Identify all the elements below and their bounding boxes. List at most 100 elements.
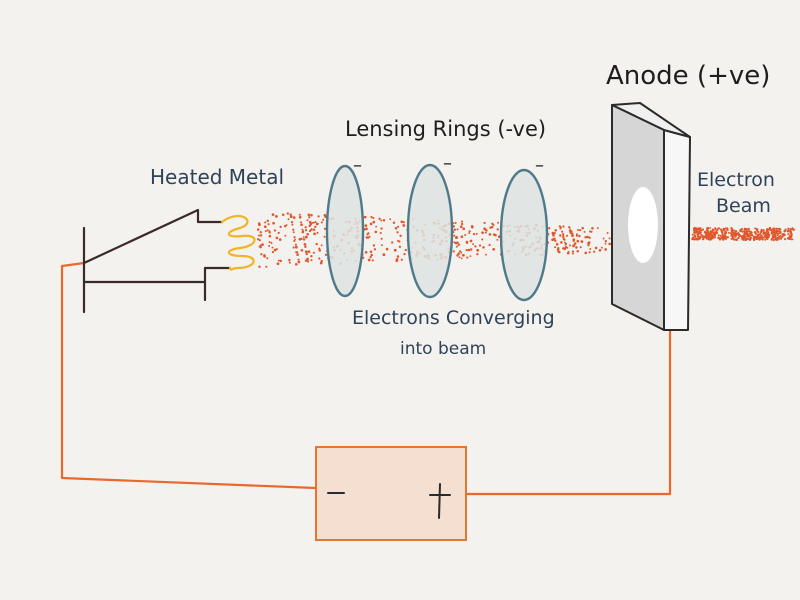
- electron-dot: [304, 235, 308, 239]
- electron-dot: [562, 225, 565, 228]
- electron-dot: [322, 218, 325, 221]
- electron-dot: [382, 219, 386, 222]
- electron-dot: [288, 258, 291, 262]
- electron-dot: [369, 255, 372, 259]
- electron-dot: [300, 248, 304, 252]
- beam-dot: [755, 237, 759, 241]
- electron-dot: [476, 252, 479, 256]
- electron-dot: [556, 243, 559, 246]
- electron-dot: [308, 220, 312, 224]
- beam-dot: [733, 238, 736, 241]
- electron-dot: [464, 234, 467, 236]
- electron-dot: [554, 229, 557, 232]
- electron-dot: [573, 242, 577, 245]
- electron-dot: [571, 234, 574, 238]
- electron-dot: [306, 257, 309, 261]
- electron-dot: [305, 252, 308, 256]
- electron-dot: [291, 223, 294, 226]
- electron-dot: [557, 250, 560, 254]
- beam-dot: [779, 231, 782, 235]
- beam-dot: [772, 227, 774, 230]
- electron-dot: [489, 226, 492, 229]
- electron-dot: [558, 225, 561, 228]
- electron-dot: [552, 233, 555, 237]
- beam-dot: [701, 238, 704, 241]
- electron-dot: [481, 238, 484, 241]
- electron-dot: [290, 221, 294, 224]
- beam-dot: [771, 231, 774, 234]
- beam-dot: [743, 232, 746, 235]
- electron-dot: [559, 227, 562, 230]
- electron-dot: [589, 230, 592, 233]
- beam-dot: [693, 229, 696, 232]
- electron-dot: [600, 246, 603, 249]
- circuit-wire-right: [464, 328, 672, 496]
- electron-dot: [294, 238, 296, 241]
- electron-dot: [300, 221, 303, 224]
- beam-dot: [783, 229, 786, 233]
- electron-dot: [554, 246, 557, 249]
- electron-dot: [472, 243, 475, 246]
- electron-dot: [372, 220, 376, 224]
- beam-dot: [721, 230, 724, 233]
- electron-dot: [315, 222, 319, 226]
- electron-dot: [394, 227, 398, 230]
- electron-dot: [370, 253, 373, 257]
- electron-dot: [264, 221, 267, 224]
- electron-dot: [587, 241, 590, 245]
- beam-dot: [764, 238, 767, 241]
- electron-dot: [382, 253, 386, 257]
- electron-dot: [363, 215, 367, 219]
- beam-dot: [723, 228, 726, 231]
- electron-dot: [587, 244, 590, 247]
- beam-dot: [756, 235, 759, 238]
- electron-dot: [263, 255, 266, 258]
- electron-dot: [460, 235, 464, 238]
- anode-hole: [628, 187, 658, 263]
- electron-dot: [380, 219, 383, 222]
- electron-dot: [496, 238, 499, 241]
- beam-dot: [758, 233, 761, 236]
- beam-dot: [753, 238, 756, 241]
- beam-dot: [767, 233, 771, 237]
- beam-dot: [749, 230, 752, 233]
- electron-dot: [303, 243, 307, 246]
- electron-dot: [268, 245, 271, 247]
- electron-dot: [264, 230, 267, 233]
- electron-dot: [281, 213, 285, 216]
- electron-dot: [267, 223, 270, 226]
- electron-dot: [304, 226, 307, 229]
- electron-dot: [452, 250, 455, 253]
- beam-dot: [741, 230, 744, 233]
- beam-dot: [710, 237, 713, 240]
- beam-dot: [765, 233, 768, 236]
- electron-dot: [265, 265, 268, 268]
- beam-dot: [749, 237, 752, 240]
- anode-side-face: [663, 129, 691, 331]
- electron-dot: [276, 262, 280, 266]
- beam-dot: [712, 235, 715, 238]
- electron-dot: [275, 215, 278, 218]
- electron-dot: [301, 230, 305, 234]
- electron-dot: [466, 242, 469, 244]
- electron-dot: [259, 246, 262, 249]
- beam-dot: [776, 238, 779, 242]
- electron-dot: [314, 221, 317, 224]
- beam-dot: [729, 232, 732, 235]
- electron-dot: [584, 236, 587, 239]
- beam-dot: [730, 229, 734, 233]
- electron-dot: [559, 234, 562, 237]
- electron-dot: [456, 241, 459, 244]
- electron-dot: [287, 218, 290, 221]
- beam-dot: [745, 230, 749, 233]
- electron-dot: [396, 231, 399, 234]
- electron-dot: [569, 231, 573, 234]
- electron-dot: [365, 236, 368, 239]
- beam-dot: [756, 228, 759, 231]
- beam-dot: [767, 231, 770, 234]
- electron-dot: [552, 238, 556, 241]
- electron-dot: [596, 227, 599, 230]
- electron-dot: [380, 227, 383, 230]
- electron-dot: [319, 261, 323, 265]
- electron-dot: [485, 229, 488, 232]
